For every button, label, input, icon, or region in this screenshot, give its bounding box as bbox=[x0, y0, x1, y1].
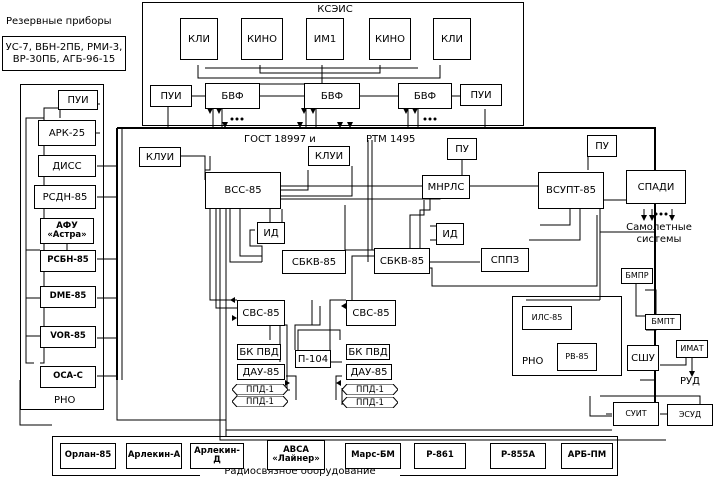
id-box-2: ИД bbox=[436, 223, 464, 245]
diss-box: ДИСС bbox=[38, 155, 96, 177]
spadi-box: СПАДИ bbox=[626, 170, 686, 204]
pui-box-2: ПУИ bbox=[460, 84, 502, 106]
ppd-1-label-2: ППД-1 bbox=[246, 396, 274, 407]
dau-85-box-2: ДАУ-85 bbox=[346, 364, 392, 380]
rv-85-box: РВ-85 bbox=[557, 343, 597, 371]
bus-label-gost: ГОСТ 18997 и bbox=[244, 134, 316, 145]
bmpr-box: БМПР bbox=[621, 268, 653, 284]
id-box-1: ИД bbox=[257, 222, 285, 244]
ils-85-box: ИЛС-85 bbox=[522, 306, 572, 330]
pu-box-1: ПУ bbox=[447, 138, 477, 160]
bvf-box-2: БВФ bbox=[304, 83, 360, 109]
klui-box-2: КЛУИ bbox=[308, 146, 350, 166]
reserve-title: Резервные приборы bbox=[6, 16, 112, 27]
pui-box-1: ПУИ bbox=[150, 85, 192, 107]
rno-right-group bbox=[512, 296, 622, 376]
sbkv-85-box-1: СБКВ-85 bbox=[282, 250, 346, 274]
ksais-kli-2: КЛИ bbox=[433, 18, 471, 60]
aircraft-systems-label: Самолетные системы bbox=[626, 222, 692, 245]
ppd-1-box-3: ППД-1 bbox=[342, 384, 398, 395]
radio-arlekin-a: Арлекин-А bbox=[126, 443, 182, 469]
dme-85-box: DME-85 bbox=[40, 286, 96, 308]
dau-85-box-1: ДАУ-85 bbox=[237, 364, 285, 380]
ppd-1-box-4: ППД-1 bbox=[342, 397, 398, 408]
radio-arlekin-d: Арлекин-Д bbox=[190, 443, 244, 469]
pui-box-left: ПУИ bbox=[58, 90, 98, 110]
bvf-box-3: БВФ bbox=[398, 83, 452, 109]
sshu-box: СШУ bbox=[627, 345, 659, 371]
klui-box-1: КЛУИ bbox=[139, 147, 181, 167]
ppd-1-label-3: ППД-1 bbox=[356, 384, 384, 395]
vor-85-box: VOR-85 bbox=[40, 326, 96, 348]
p-104-box: П-104 bbox=[295, 350, 331, 368]
afu-astra-box: АФУ «Астра» bbox=[40, 218, 94, 244]
vsupt-85-box: ВСУПТ-85 bbox=[538, 172, 604, 209]
ksais-group bbox=[142, 2, 524, 126]
rsdn-85-box: РСДН-85 bbox=[34, 185, 96, 209]
esud-box: ЭСУД bbox=[667, 404, 713, 426]
svs-85-box-1: СВС-85 bbox=[237, 300, 285, 326]
ksais-kli-1: КЛИ bbox=[180, 18, 218, 60]
osa-s-box: ОСА-С bbox=[40, 366, 96, 388]
rno-left-group bbox=[20, 84, 104, 410]
radio-r-861: Р-861 bbox=[414, 443, 466, 469]
radio-mars-bm: Марс-БМ bbox=[345, 443, 401, 469]
mnrls-box: МНРЛС bbox=[422, 175, 470, 199]
ksais-label: КСЭИС bbox=[317, 4, 353, 15]
radio-orlan-85: Орлан-85 bbox=[60, 443, 116, 469]
reserve-group bbox=[2, 36, 126, 71]
svs-85-box-2: СВС-85 bbox=[346, 300, 396, 326]
radio-r-855a: Р-855А bbox=[490, 443, 546, 469]
bk-pvd-box-1: БК ПВД bbox=[237, 344, 281, 360]
ppd-1-box-1: ППД-1 bbox=[232, 384, 288, 395]
bvf-box-1: БВФ bbox=[205, 83, 260, 109]
ppd-1-box-2: ППД-1 bbox=[232, 396, 288, 407]
suit-box: СУИТ bbox=[613, 402, 659, 426]
rno-right-label: РНО bbox=[522, 356, 544, 367]
sppz-box: СППЗ bbox=[481, 248, 529, 272]
radio-label: Радиосвязное оборудование bbox=[200, 466, 400, 478]
ksais-im1: ИМ1 bbox=[306, 18, 344, 60]
rsbn-85-box: РСБН-85 bbox=[40, 250, 96, 272]
ark-25-box: АРК-25 bbox=[38, 120, 96, 146]
ksais-kino-1: КИНО bbox=[241, 18, 283, 60]
ksais-kino-2: КИНО bbox=[369, 18, 411, 60]
sbkv-85-box-2: СБКВ-85 bbox=[374, 248, 430, 274]
vss-85-box: ВСС-85 bbox=[205, 172, 281, 209]
ppd-1-label-4: ППД-1 bbox=[356, 397, 384, 408]
reserve-list: УС-7, ВБН-2ПБ, РМИ-3, ВР-30ПБ, АГБ-96-15 bbox=[5, 42, 123, 65]
imat-box: ИМАТ bbox=[676, 340, 708, 358]
radio-avsa-lainer: АВСА «Лайнер» bbox=[267, 440, 325, 470]
pu-box-2: ПУ bbox=[587, 135, 617, 157]
radio-arb-pm: АРБ-ПМ bbox=[561, 443, 613, 469]
rno-left-label: РНО bbox=[54, 395, 76, 406]
bus-label-rtm: РТМ 1495 bbox=[366, 134, 416, 145]
bk-pvd-box-2: БК ПВД bbox=[346, 344, 390, 360]
rud-label: РУД bbox=[680, 376, 700, 387]
bmpt-box: БМПТ bbox=[645, 314, 681, 330]
ppd-1-label-1: ППД-1 bbox=[246, 384, 274, 395]
